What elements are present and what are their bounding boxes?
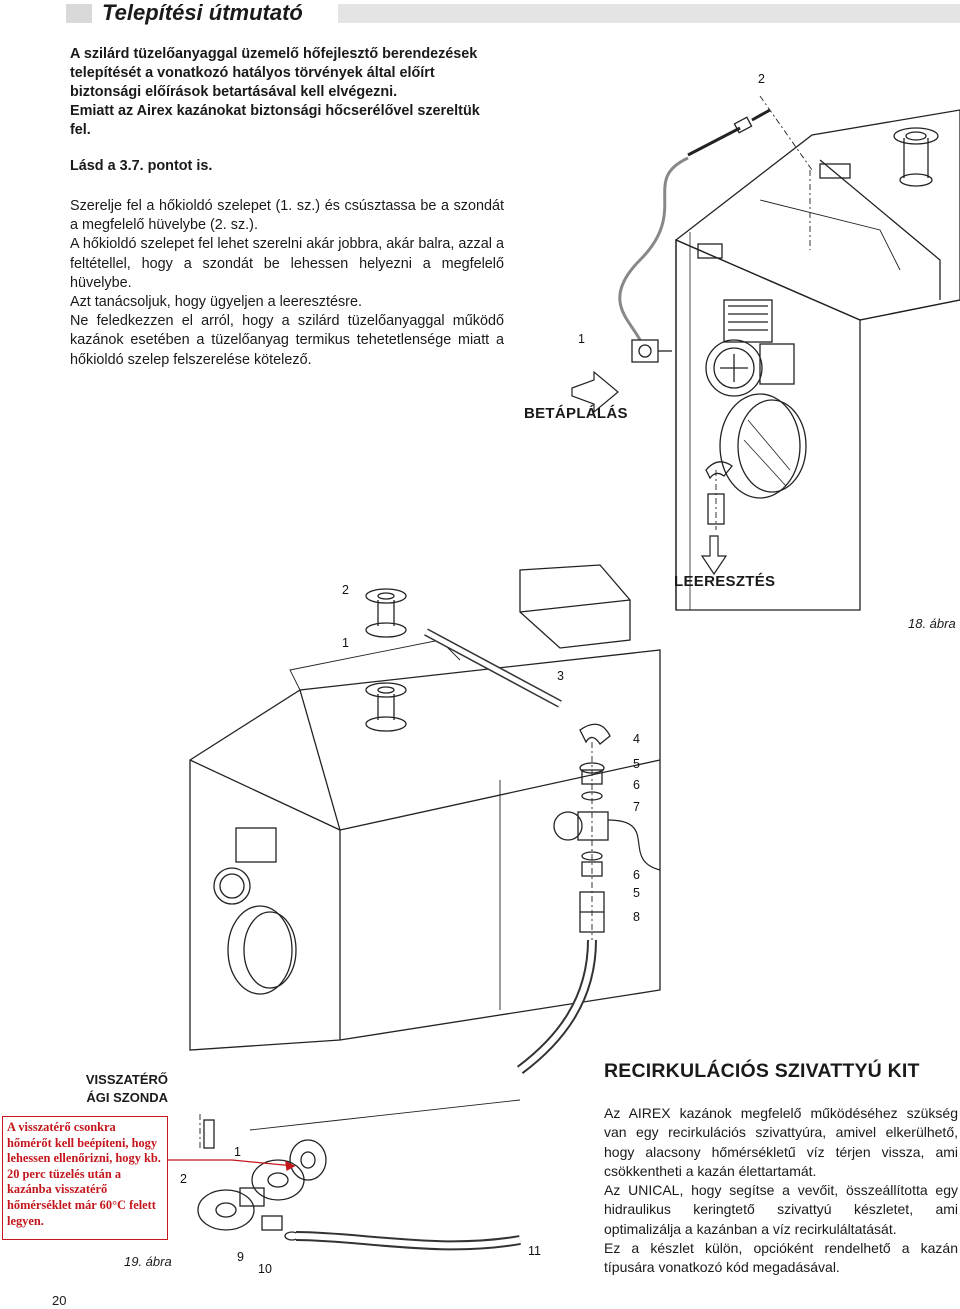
kit-paragraph: Az AIREX kazánok megfelelő működéséhez s…: [604, 1105, 958, 1179]
return-probe-line: ÁGI SZONDA: [86, 1090, 168, 1105]
kit-paragraph: Az UNICAL, hogy segítse a vevőit, összeá…: [604, 1182, 958, 1237]
body-paragraph: Azt tanácsoljuk, hogy ügyeljen a leeresz…: [70, 294, 362, 311]
body-paragraph: A hőkioldó szelepet fel lehet szerelni a…: [70, 236, 504, 291]
kit-callout: 5: [633, 757, 640, 771]
drain-label: LEERESZTÉS: [674, 573, 776, 590]
kit-callout: 5: [633, 886, 640, 900]
kit-callout: 6: [633, 868, 640, 882]
see-also: Lásd a 3.7. pontot is.: [70, 158, 213, 174]
arrow-down-icon: [700, 535, 728, 576]
temperature-note: A visszatérő csonkra hőmérőt kell beépít…: [2, 1116, 168, 1240]
kit-paragraph: Ez a készlet külön, opcióként rendelhető…: [604, 1240, 958, 1276]
figure-kit-drawing: [189, 564, 661, 1074]
kit-callout: 2: [342, 583, 349, 597]
body-paragraph: Ne feledkezzen el arról, hogy a szilárd …: [70, 313, 504, 368]
intro-paragraph: A szilárd tüzelőanyaggal üzemelő hőfejle…: [70, 45, 510, 140]
intro-line: biztonsági előírások betartásával kell e…: [70, 84, 398, 100]
return-probe-label: VISSZATÉRŐ ÁGI SZONDA: [70, 1071, 168, 1107]
figure-19-drawing: [168, 1099, 521, 1251]
fig19-callout: 1: [234, 1145, 241, 1159]
return-probe-line: VISSZATÉRŐ: [85, 1072, 168, 1087]
kit-callout: 7: [633, 800, 640, 814]
fig19-callout: 10: [258, 1262, 272, 1276]
arrow-right-icon: [571, 370, 619, 414]
kit-callout: 8: [633, 910, 640, 924]
page-title: Telepítési útmutató: [102, 0, 303, 25]
kit-callout: 6: [633, 778, 640, 792]
callout-1: 1: [578, 332, 585, 346]
figure-caption: 18. ábra: [908, 616, 956, 631]
intro-line: fel.: [70, 122, 91, 138]
figure-18-drawing: [571, 95, 960, 611]
page-header: Telepítési útmutató: [0, 0, 960, 28]
body-text: Szerelje fel a hőkioldó szelepet (1. sz.…: [70, 197, 504, 370]
fig19-callout: 2: [180, 1172, 187, 1186]
fig19-callout: 11: [528, 1244, 541, 1258]
kit-callout: 4: [633, 732, 640, 746]
header-block: [66, 4, 92, 23]
body-paragraph: Szerelje fel a hőkioldó szelepet (1. sz.…: [70, 198, 504, 234]
kit-description: Az AIREX kazánok megfelelő működéséhez s…: [604, 1104, 958, 1278]
kit-callout: 1: [342, 636, 349, 650]
kit-title: RECIRKULÁCIÓS SZIVATTYÚ KIT: [604, 1060, 920, 1082]
page-number: 20: [52, 1293, 67, 1308]
intro-line: telepítését a vonatkozó hatályos törvény…: [70, 65, 435, 81]
header-rule: [338, 4, 960, 23]
intro-line: A szilárd tüzelőanyaggal üzemelő hőfejle…: [70, 46, 478, 62]
supply-label: BETÁPLÁLÁS: [524, 405, 628, 422]
intro-line: Emiatt az Airex kazánokat biztonsági hőc…: [70, 103, 480, 119]
kit-callout: 3: [557, 669, 564, 683]
fig19-callout: 9: [237, 1250, 244, 1264]
callout-2: 2: [758, 72, 765, 86]
figure-caption: 19. ábra: [124, 1254, 172, 1269]
